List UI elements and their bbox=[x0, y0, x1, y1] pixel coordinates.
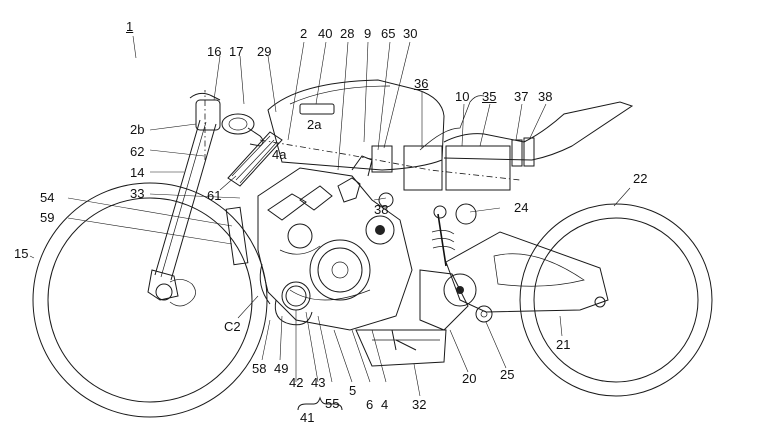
ref-29: 29 bbox=[257, 44, 272, 59]
rear-wheel bbox=[519, 203, 713, 397]
engine bbox=[257, 155, 413, 331]
ref-42: 42 bbox=[289, 375, 304, 390]
steering-head bbox=[189, 90, 264, 160]
ref-36: 36 bbox=[414, 76, 429, 91]
ref-37: 37 bbox=[514, 89, 529, 104]
ref-20: 20 bbox=[462, 371, 477, 386]
ref-30: 30 bbox=[403, 26, 418, 41]
frame-outline bbox=[259, 139, 521, 181]
ref-22: 22 bbox=[633, 171, 648, 186]
radiator bbox=[225, 131, 283, 266]
ref-61: 61 bbox=[207, 188, 222, 203]
ref-2a: 2a bbox=[307, 117, 322, 132]
ref-55: 55 bbox=[325, 396, 340, 411]
swingarm bbox=[443, 231, 609, 313]
ref-16: 16 bbox=[207, 44, 222, 59]
ref-24: 24 bbox=[514, 200, 529, 215]
ref-15: 15 bbox=[14, 246, 29, 261]
ref-17: 17 bbox=[229, 44, 244, 59]
ref-40: 40 bbox=[318, 26, 333, 41]
ref-10: 10 bbox=[455, 89, 470, 104]
ref-38-top: 38 bbox=[538, 89, 553, 104]
ref-main-1: 1 bbox=[126, 19, 134, 34]
ref-33: 33 bbox=[130, 186, 145, 201]
exhaust bbox=[259, 263, 447, 367]
ref-2: 2 bbox=[300, 26, 308, 41]
ref-59: 59 bbox=[40, 210, 55, 225]
ref-C2: C2 bbox=[224, 319, 241, 334]
ref-49: 49 bbox=[274, 361, 289, 376]
ref-6: 6 bbox=[366, 397, 374, 412]
fuel-tank bbox=[267, 79, 445, 171]
ref-38-mid: 38 bbox=[374, 202, 389, 217]
ref-4a: 4a bbox=[272, 147, 287, 162]
leader-lines bbox=[29, 35, 631, 411]
ref-35: 35 bbox=[482, 89, 497, 104]
rear-shock bbox=[431, 203, 477, 267]
ref-25: 25 bbox=[500, 367, 515, 382]
seat-tail bbox=[419, 95, 634, 161]
ref-62: 62 bbox=[130, 144, 145, 159]
ref-54: 54 bbox=[40, 190, 55, 205]
ref-2b: 2b bbox=[130, 122, 145, 137]
ref-9: 9 bbox=[364, 26, 372, 41]
ref-21: 21 bbox=[556, 337, 571, 352]
ref-4: 4 bbox=[381, 397, 389, 412]
ref-32: 32 bbox=[412, 397, 427, 412]
ref-28: 28 bbox=[340, 26, 355, 41]
ref-58: 58 bbox=[252, 361, 267, 376]
front-fork bbox=[147, 119, 217, 307]
ref-14: 14 bbox=[130, 165, 145, 180]
ref-41: 41 bbox=[300, 410, 315, 425]
ref-43: 43 bbox=[311, 375, 326, 390]
footrest-linkage bbox=[391, 269, 493, 351]
ref-65: 65 bbox=[381, 26, 396, 41]
ref-5: 5 bbox=[349, 383, 357, 398]
electrical-boxes bbox=[371, 137, 535, 191]
